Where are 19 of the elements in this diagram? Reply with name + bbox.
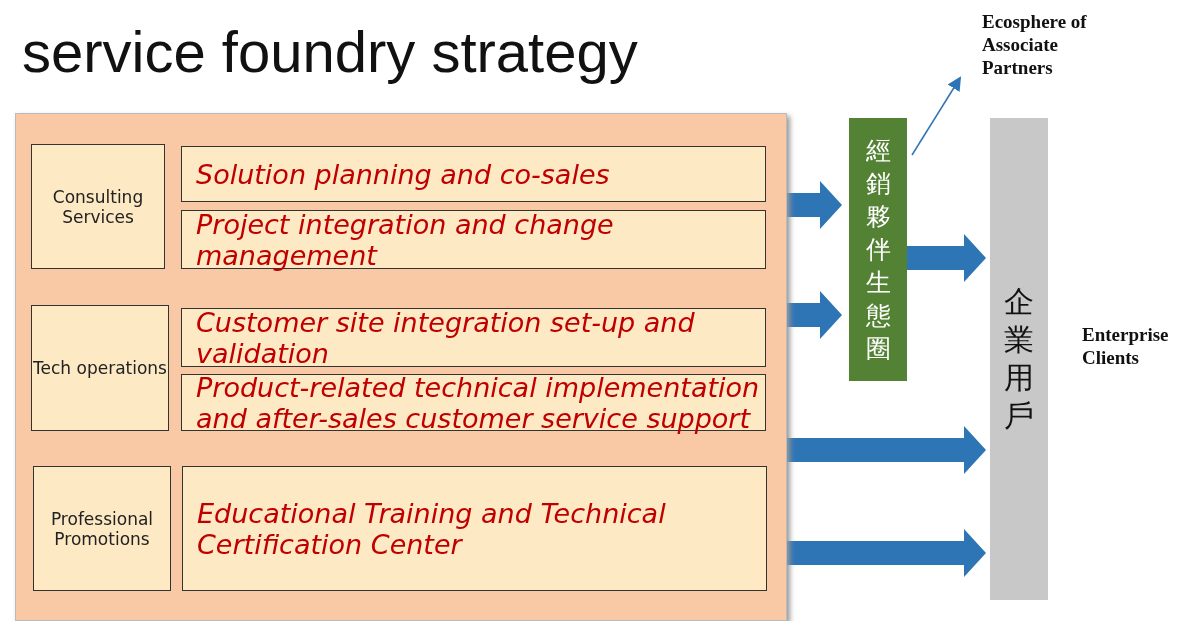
title: service foundry strategy: [22, 18, 638, 85]
category-box: Tech operations: [31, 305, 169, 431]
arrow: [911, 76, 962, 156]
block-arrow: [787, 181, 842, 229]
category-box: Professional Promotions: [33, 466, 171, 591]
partner-bar: 經銷夥伴生態圈: [849, 118, 907, 381]
panel-background: [15, 113, 787, 621]
service-box: Solution planning and co-sales: [181, 146, 766, 202]
client-bar: 企業用戶: [990, 118, 1048, 600]
block-arrow: [787, 291, 842, 339]
annotation-text: Ecosphere of Associate Partners: [982, 10, 1132, 82]
block-arrow: [787, 529, 986, 577]
service-box: Educational Training and Technical Certification Center: [182, 466, 767, 591]
category-box: Consulting Services: [31, 144, 165, 269]
service-box: Customer site integration set-up and validation: [181, 308, 766, 367]
block-arrow: [787, 426, 986, 474]
service-box: Project integration and change management: [181, 210, 766, 269]
block-arrow: [907, 234, 986, 282]
caption-text: Enterprise Clients: [1082, 323, 1170, 369]
